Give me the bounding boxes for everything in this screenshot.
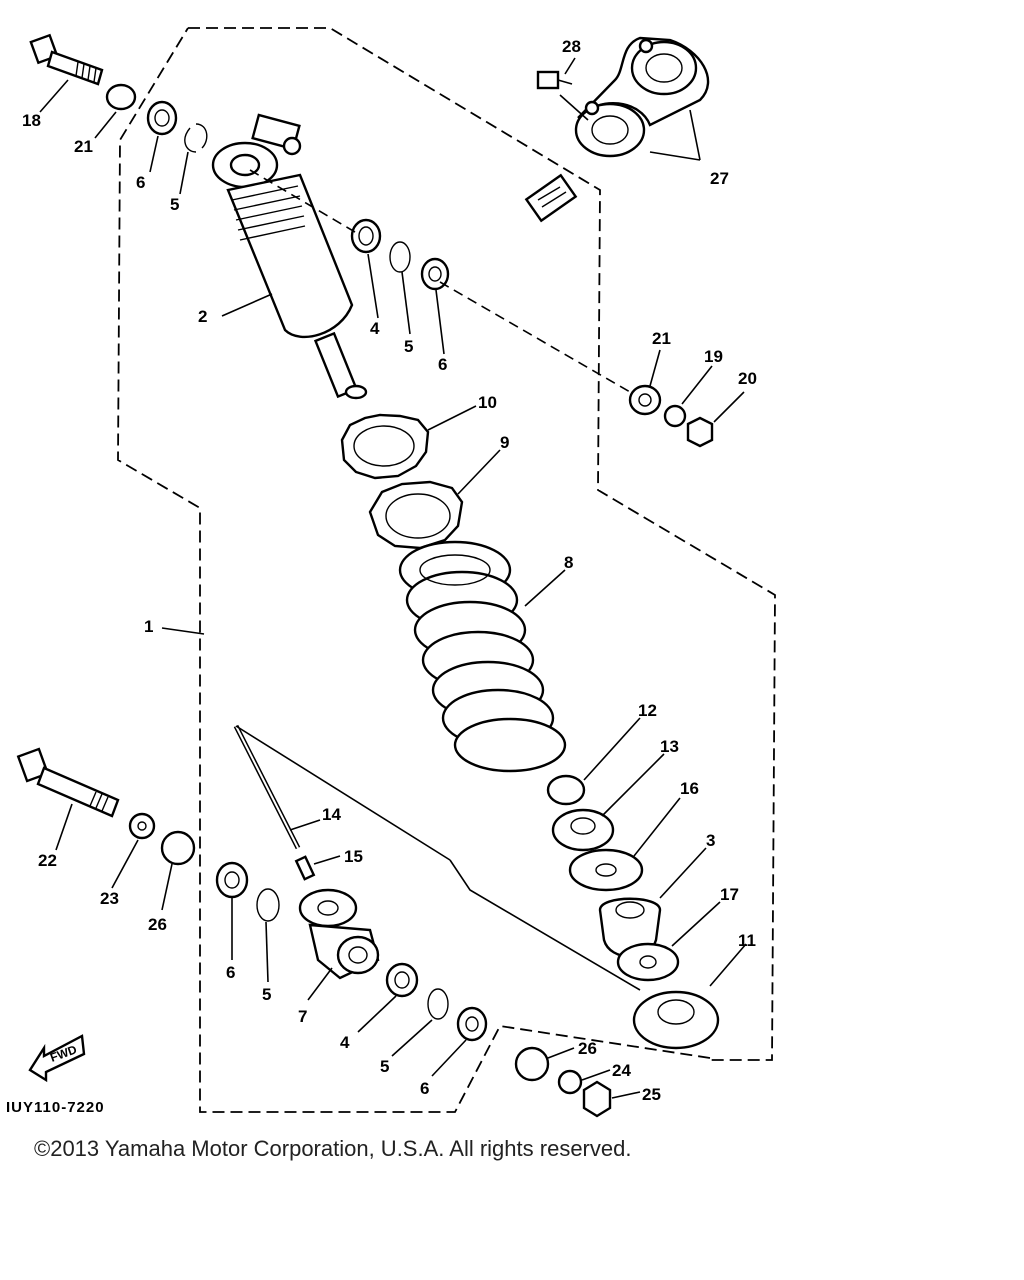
collar-26-right bbox=[514, 1046, 550, 1082]
callout-13: 13 bbox=[660, 737, 679, 756]
spring-adjuster-rings bbox=[340, 413, 464, 550]
washer-24 bbox=[557, 1069, 583, 1095]
callout-23: 23 bbox=[100, 889, 119, 908]
forward-arrow-icon: FWD bbox=[28, 1034, 86, 1083]
callout-4: 4 bbox=[370, 319, 380, 338]
copyright-notice: ©2013 Yamaha Motor Corporation, U.S.A. A… bbox=[34, 1136, 632, 1161]
callout-18: 18 bbox=[22, 111, 41, 130]
bearing-6-top-left bbox=[146, 100, 178, 136]
callout-6: 6 bbox=[438, 355, 447, 374]
bump-stop-3 bbox=[598, 897, 662, 958]
bolt-22 bbox=[16, 747, 120, 818]
reservoir-hose bbox=[219, 35, 578, 236]
washer-21-right bbox=[628, 384, 662, 416]
nut-25 bbox=[582, 1080, 612, 1118]
circlip-5-lower-left bbox=[256, 888, 280, 922]
callout-5: 5 bbox=[262, 985, 271, 1004]
callout-6: 6 bbox=[226, 963, 235, 982]
callout-12: 12 bbox=[638, 701, 657, 720]
nut-20 bbox=[686, 416, 714, 448]
callout-leaders bbox=[39, 57, 747, 1099]
washer-21-top bbox=[105, 83, 137, 111]
callout-5: 5 bbox=[170, 195, 179, 214]
rear-shock-exploded-diagram: FWD IUY110-7220 18 21 6 5 2 4 5 6 28 27 … bbox=[6, 27, 776, 1118]
callout-4: 4 bbox=[340, 1033, 350, 1052]
bolt-18 bbox=[29, 33, 104, 86]
bearing-6-lower bbox=[456, 1006, 488, 1042]
bearing-6-top bbox=[420, 257, 450, 291]
callout-28: 28 bbox=[562, 37, 581, 56]
callout-1: 1 bbox=[144, 617, 153, 636]
lower-eye-7 bbox=[298, 888, 380, 980]
callout-15: 15 bbox=[344, 847, 363, 866]
bushing-4-lower bbox=[385, 962, 419, 998]
collar-12 bbox=[546, 774, 586, 806]
circlip-5-top-left bbox=[184, 123, 208, 153]
bearing-6-lower-left bbox=[215, 861, 249, 899]
washer-16 bbox=[568, 848, 644, 892]
callout-9: 9 bbox=[500, 433, 509, 452]
callout-8: 8 bbox=[564, 553, 573, 572]
spring-seat-13 bbox=[551, 808, 615, 852]
callout-21: 21 bbox=[74, 137, 93, 156]
callout-11: 11 bbox=[738, 931, 756, 950]
callout-21: 21 bbox=[652, 329, 671, 348]
callout-17: 17 bbox=[720, 885, 739, 904]
assembly-axis-lines bbox=[235, 94, 641, 991]
callout-24: 24 bbox=[612, 1061, 631, 1080]
circlip-5-lower bbox=[427, 988, 449, 1020]
callout-16: 16 bbox=[680, 779, 699, 798]
callout-26: 26 bbox=[578, 1039, 597, 1058]
coil-spring-8 bbox=[398, 540, 567, 773]
assembly-boundary bbox=[117, 27, 776, 1113]
callout-5: 5 bbox=[404, 337, 413, 356]
shock-absorber-body bbox=[211, 113, 368, 400]
callout-25: 25 bbox=[642, 1085, 661, 1104]
callout-3: 3 bbox=[706, 831, 715, 850]
callout-19: 19 bbox=[704, 347, 723, 366]
callout-22: 22 bbox=[38, 851, 57, 870]
callout-numbers: 18 21 6 5 2 4 5 6 28 27 21 19 20 10 9 8 … bbox=[22, 37, 757, 1104]
washer-17 bbox=[616, 942, 680, 982]
drawing-code: IUY110-7220 bbox=[6, 1099, 105, 1116]
callout-26: 26 bbox=[148, 915, 167, 934]
washer-23 bbox=[128, 812, 156, 840]
callout-7: 7 bbox=[298, 1007, 307, 1026]
washer-19 bbox=[663, 404, 687, 428]
callout-20: 20 bbox=[738, 369, 757, 388]
pin-15 bbox=[294, 855, 316, 881]
collar-26-left bbox=[160, 830, 196, 866]
callout-5: 5 bbox=[380, 1057, 389, 1076]
bushing-4-top bbox=[350, 218, 382, 254]
callout-2: 2 bbox=[198, 307, 207, 326]
callout-27: 27 bbox=[710, 169, 729, 188]
cap-11 bbox=[632, 990, 720, 1050]
callout-14: 14 bbox=[322, 805, 341, 824]
reservoir-cap-assembly bbox=[536, 36, 710, 158]
circlip-5-top bbox=[389, 241, 411, 273]
callout-6: 6 bbox=[136, 173, 145, 192]
callout-6: 6 bbox=[420, 1079, 429, 1098]
callout-10: 10 bbox=[478, 393, 497, 412]
